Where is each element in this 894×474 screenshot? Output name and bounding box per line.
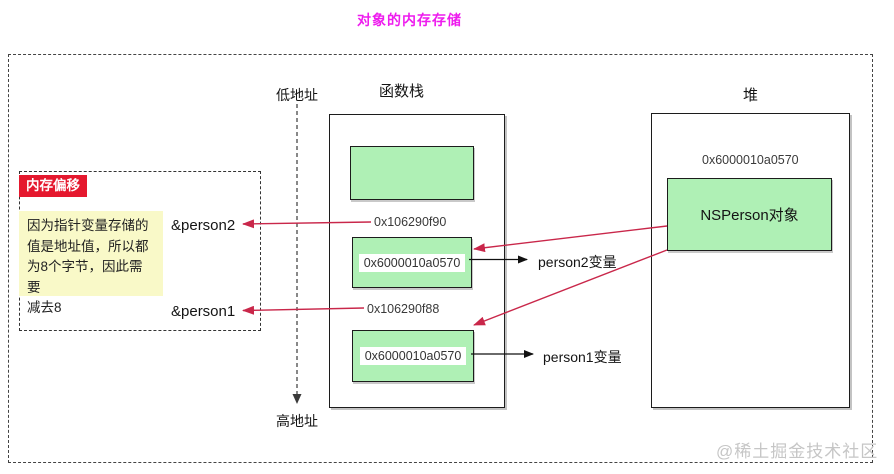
high-address-label: 高地址 <box>276 413 318 429</box>
person2-pointer-label: &person2 <box>171 217 236 234</box>
low-address-label: 低地址 <box>276 87 318 103</box>
page-title: 对象的内存存储 <box>357 12 462 28</box>
person1-pointer-label: &person1 <box>171 303 236 320</box>
watermark: @稀土掘金技术社区 <box>716 442 879 461</box>
heap-object-address-label: 0x6000010a0570 <box>702 153 799 167</box>
nsperson-object-label: NSPerson对象 <box>700 207 799 224</box>
offset-note-text: 因为指针变量存储的 值是地址值，所以都 为8个字节，因此需要 减去8 <box>19 211 163 315</box>
person1-slot-value: 0x6000010a0570 <box>359 347 467 365</box>
stack-slot-person1: 0x6000010a0570 <box>352 330 474 382</box>
heap-title: 堆 <box>743 87 759 104</box>
stack-title: 函数栈 <box>379 83 425 100</box>
heap-box <box>651 113 850 408</box>
person2-slot-value: 0x6000010a0570 <box>358 253 466 272</box>
person1-variable-label: person1变量 <box>543 349 622 365</box>
person1-frame-address-label: 0x106290f88 <box>367 302 440 316</box>
person2-frame-address-label: 0x106290f90 <box>374 215 447 229</box>
stack-slot-empty <box>350 146 474 200</box>
person2-variable-label: person2变量 <box>538 254 617 270</box>
offset-badge: 内存偏移 <box>19 175 87 197</box>
stack-slot-person2: 0x6000010a0570 <box>352 237 472 288</box>
diagram-dashed-frame <box>8 54 873 463</box>
nsperson-object-box: NSPerson对象 <box>667 178 832 251</box>
